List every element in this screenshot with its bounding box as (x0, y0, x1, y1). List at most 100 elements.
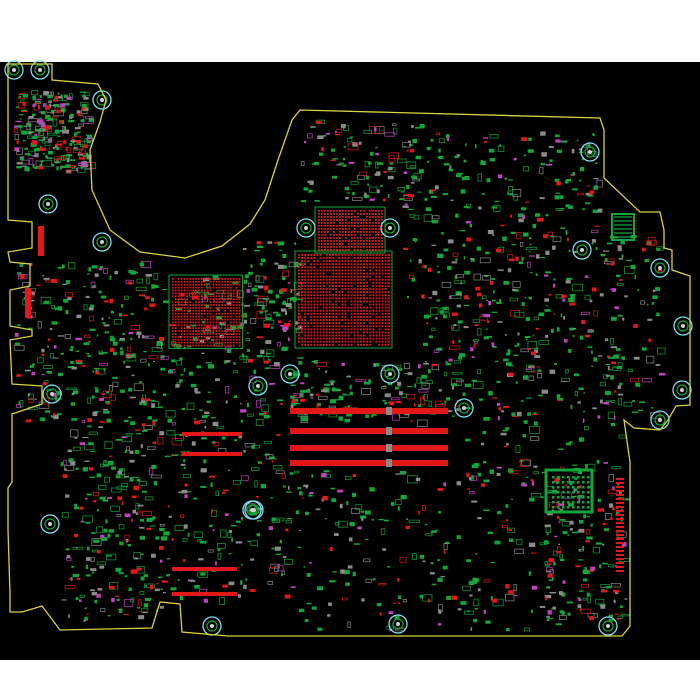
bga-ball (369, 260, 372, 263)
bga-ball (224, 309, 226, 312)
component-pad (53, 414, 59, 420)
component-pad (296, 298, 304, 300)
component-outline (91, 538, 102, 546)
component-outline (347, 137, 353, 143)
bga-ball (372, 312, 375, 315)
component-outline (531, 366, 540, 373)
chip-outline (168, 274, 244, 350)
bga-ball (378, 269, 381, 272)
bga-ball (557, 496, 560, 499)
bga-ball (198, 333, 200, 335)
bga-ball (336, 237, 338, 239)
component-pad (367, 183, 370, 186)
bga-ball (307, 257, 310, 259)
bga-ball (304, 319, 307, 321)
component-pad (303, 140, 307, 144)
bga-ball (372, 249, 374, 251)
bga-ball (232, 309, 235, 312)
bga-ball (353, 328, 356, 331)
bga-ball (351, 234, 353, 236)
bga-ball (332, 337, 334, 340)
bga-ball (354, 231, 356, 233)
component-pad (103, 460, 108, 462)
component-pad (455, 213, 459, 218)
component-outline (609, 338, 614, 345)
component-pad (607, 242, 613, 245)
bga-ball (363, 275, 365, 278)
component-outline (193, 531, 203, 538)
component-pad (452, 340, 455, 344)
component-pad (556, 149, 562, 153)
component-pad (449, 295, 452, 300)
component-pad (222, 489, 229, 492)
component-pad (621, 542, 627, 547)
component-pad (463, 326, 469, 329)
bga-ball (322, 263, 325, 266)
component-pad (591, 365, 594, 367)
bga-ball (316, 269, 319, 272)
edge-pin (616, 522, 624, 524)
component-pad (573, 327, 577, 330)
component-pad (209, 475, 216, 478)
component-pad (183, 459, 186, 463)
component-pad (31, 136, 37, 139)
bga-ball (378, 234, 380, 236)
component-pad (15, 120, 22, 123)
bga-ball (567, 496, 570, 499)
component-pad (487, 229, 494, 235)
bga-ball (325, 297, 328, 300)
component-pad (97, 550, 101, 554)
component-pad (339, 503, 343, 509)
component-outline (507, 527, 516, 533)
bga-ball (344, 303, 347, 306)
component-pad (418, 510, 420, 515)
component-pad (70, 461, 76, 466)
component-pad (321, 472, 327, 478)
bga-ball (174, 292, 177, 295)
component-pad (344, 186, 350, 191)
bga-ball (209, 318, 212, 321)
component-outline (96, 561, 107, 566)
bga-ball (366, 275, 369, 278)
component-pad (144, 597, 151, 601)
bga-ball (332, 272, 334, 275)
bga-ball (344, 288, 347, 290)
bga-ball (313, 278, 316, 281)
component-pad (139, 527, 145, 529)
bga-ball (318, 219, 320, 221)
bga-ball (363, 281, 365, 284)
component-pad (281, 573, 283, 577)
bga-ball (189, 318, 192, 321)
bga-ball (333, 219, 335, 221)
component-pad (467, 610, 470, 613)
bga-ball (381, 288, 384, 290)
bga-ball (363, 263, 365, 266)
component-pad (603, 528, 609, 532)
bga-ball (378, 213, 380, 215)
bga-ball (577, 501, 580, 504)
component-pad (411, 277, 416, 282)
component-pad (41, 373, 45, 376)
bga-ball (587, 496, 590, 499)
bga-ball (307, 340, 310, 343)
mounting-hole-icon (580, 142, 600, 162)
component-pad (65, 548, 70, 551)
component-pad (528, 137, 532, 141)
component-pad (349, 384, 352, 390)
component-pad (99, 266, 104, 269)
component-pad (412, 138, 418, 144)
bga-ball (310, 294, 313, 297)
component-pad (88, 442, 94, 445)
bga-ball (238, 324, 241, 327)
component-pad (483, 336, 489, 340)
component-pad (69, 159, 76, 162)
component-pad (431, 530, 437, 533)
component-outline (84, 334, 91, 338)
hole-ring (572, 240, 592, 260)
component-outline (63, 155, 69, 160)
bga-ball (330, 249, 332, 251)
component-pad (349, 522, 355, 527)
bga-ball (172, 309, 174, 312)
component-pad (545, 542, 550, 544)
component-outline (627, 368, 633, 373)
